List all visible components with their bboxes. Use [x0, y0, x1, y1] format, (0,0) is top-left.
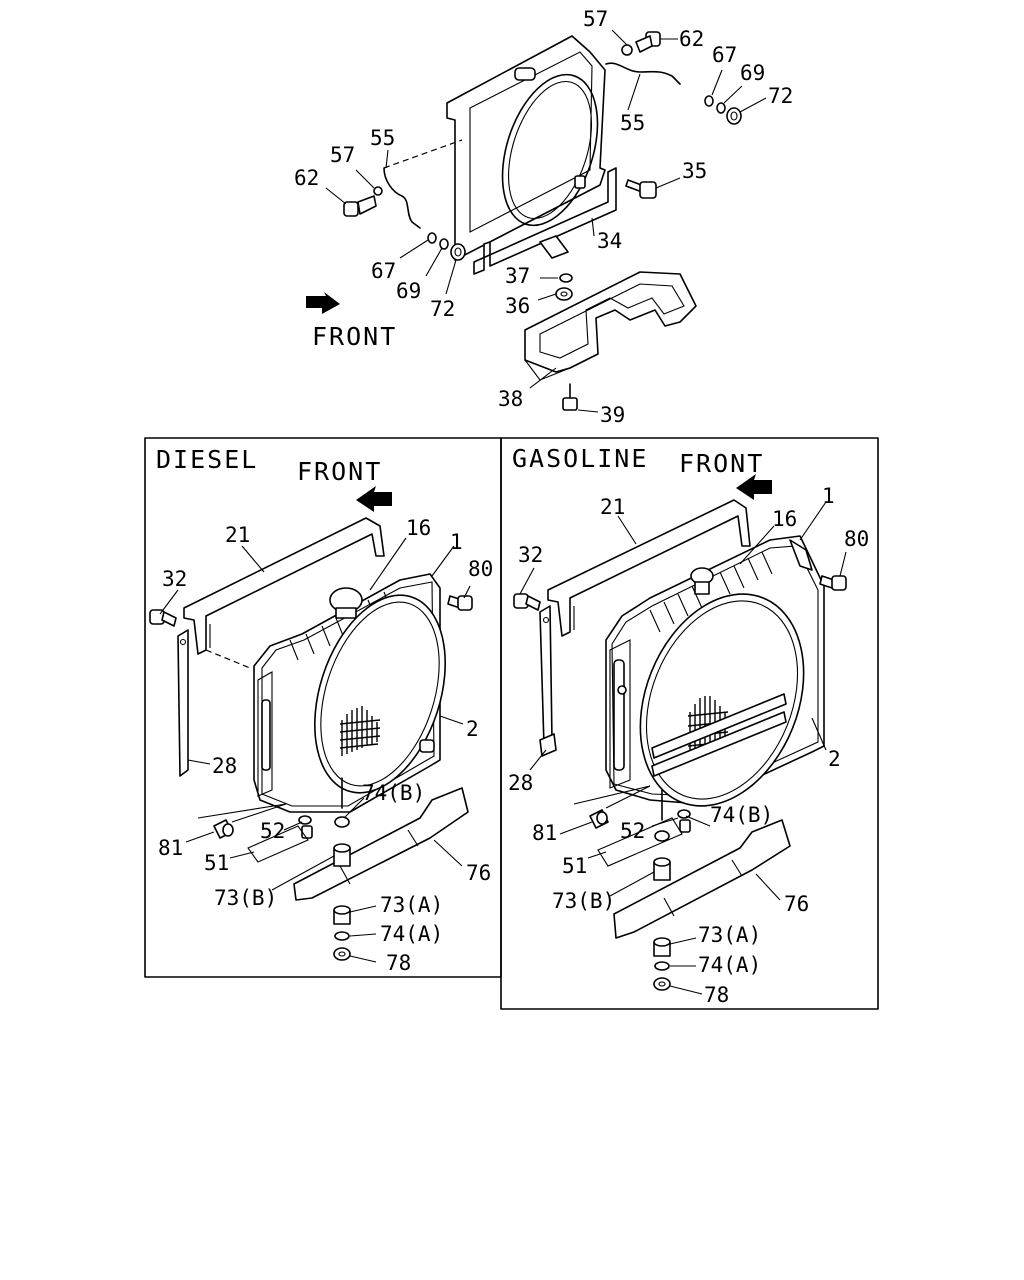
fan-shroud: [446, 35, 606, 261]
callout-39: 39: [600, 403, 625, 427]
clip-81: [589, 809, 609, 829]
support-bracket: [473, 167, 617, 275]
callout-2: 2: [828, 747, 841, 771]
callout-73a: 73(A): [698, 923, 761, 947]
callout-72: 72: [430, 297, 455, 321]
callout-16: 16: [406, 516, 431, 540]
callout-28: 28: [508, 771, 533, 795]
right-bolt-62: [635, 31, 661, 53]
callout-1: 1: [822, 484, 835, 508]
callout-69: 69: [396, 279, 421, 303]
callout-52: 52: [260, 819, 285, 843]
gasoline-panel: [500, 437, 879, 1010]
callout-35: 35: [682, 159, 707, 183]
diesel-front-label: FRONT: [297, 457, 382, 486]
callout-67: 67: [371, 259, 396, 283]
bolt-35: [625, 179, 657, 199]
callout-72: 72: [768, 84, 793, 108]
callout-74a: 74(A): [698, 953, 761, 977]
callout-76: 76: [784, 892, 809, 916]
callout-62: 62: [679, 27, 704, 51]
callout-74b: 74(B): [362, 781, 425, 805]
callout-36: 36: [505, 294, 530, 318]
bolt-39: [562, 383, 578, 411]
callout-52: 52: [620, 819, 645, 843]
diesel-title: DIESEL: [156, 445, 258, 474]
core-mesh: [339, 706, 381, 756]
lower-mount-bracket: [613, 819, 791, 939]
bolt-32: [513, 593, 541, 611]
callout-16: 16: [772, 507, 797, 531]
right-pipe: [605, 62, 681, 85]
callout-57: 57: [330, 143, 355, 167]
filler-cap: [329, 587, 363, 619]
gasoline-title: GASOLINE: [512, 444, 648, 473]
lower-mount-bracket: [293, 787, 469, 901]
shroud-fan-opening: [501, 73, 599, 227]
callout-57: 57: [583, 7, 608, 31]
callout-67: 67: [712, 43, 737, 67]
left-nut-72: [450, 243, 466, 261]
callout-21: 21: [225, 523, 250, 547]
callout-73b: 73(B): [552, 889, 615, 913]
filler-cap: [690, 567, 714, 595]
callout-32: 32: [518, 543, 543, 567]
lower-cover: [524, 271, 697, 373]
callout-73a: 73(A): [380, 893, 443, 917]
callout-34: 34: [597, 229, 622, 253]
callout-62: 62: [294, 166, 319, 190]
callout-81: 81: [532, 821, 557, 845]
gasoline-assembly: GASOLINE FRONT: [508, 444, 869, 1007]
front-arrow-icon: [306, 292, 340, 314]
nut-78: [653, 977, 671, 991]
left-bolt-62: [343, 195, 377, 217]
bolt-32: [149, 609, 177, 627]
callout-51: 51: [204, 851, 229, 875]
radiator-shroud-ring: [639, 593, 805, 807]
callout-37: 37: [505, 264, 530, 288]
callout-78: 78: [704, 983, 729, 1007]
right-nut-72: [726, 107, 742, 125]
callout-80: 80: [468, 557, 493, 581]
top-bar: [183, 517, 385, 655]
bolt-80: [447, 595, 473, 611]
callout-21: 21: [600, 495, 625, 519]
bolt-80: [819, 575, 847, 591]
callout-55: 55: [620, 111, 645, 135]
front-label: FRONT: [312, 322, 397, 351]
callout-69: 69: [740, 61, 765, 85]
callout-74a: 74(A): [380, 922, 443, 946]
callout-38: 38: [498, 387, 523, 411]
callout-78: 78: [386, 951, 411, 975]
stay-rod: [539, 605, 553, 747]
clip-81: [213, 819, 234, 839]
diesel-assembly: DIESEL FRONT: [149, 445, 493, 975]
nut-78: [333, 947, 351, 961]
callout-76: 76: [466, 861, 491, 885]
callout-80: 80: [844, 527, 869, 551]
callout-81: 81: [158, 836, 183, 860]
callout-32: 32: [162, 567, 187, 591]
stay-rod: [177, 629, 189, 777]
left-pipe: [383, 167, 421, 229]
front-arrow-icon: [356, 486, 392, 512]
callout-1: 1: [450, 530, 463, 554]
callout-55: 55: [370, 126, 395, 150]
callout-73b: 73(B): [214, 886, 277, 910]
top-assembly: 57 62 67 69 72 55 55 57 62 35 34 67 69 7…: [294, 7, 793, 427]
callout-74b: 74(B): [710, 803, 773, 827]
top-bar: [547, 499, 751, 637]
gasoline-front-label: FRONT: [679, 449, 764, 478]
front-arrow-icon: [736, 474, 772, 500]
callout-51: 51: [562, 854, 587, 878]
callout-2: 2: [466, 717, 479, 741]
callout-28: 28: [212, 754, 237, 778]
nut-36: [555, 287, 573, 301]
